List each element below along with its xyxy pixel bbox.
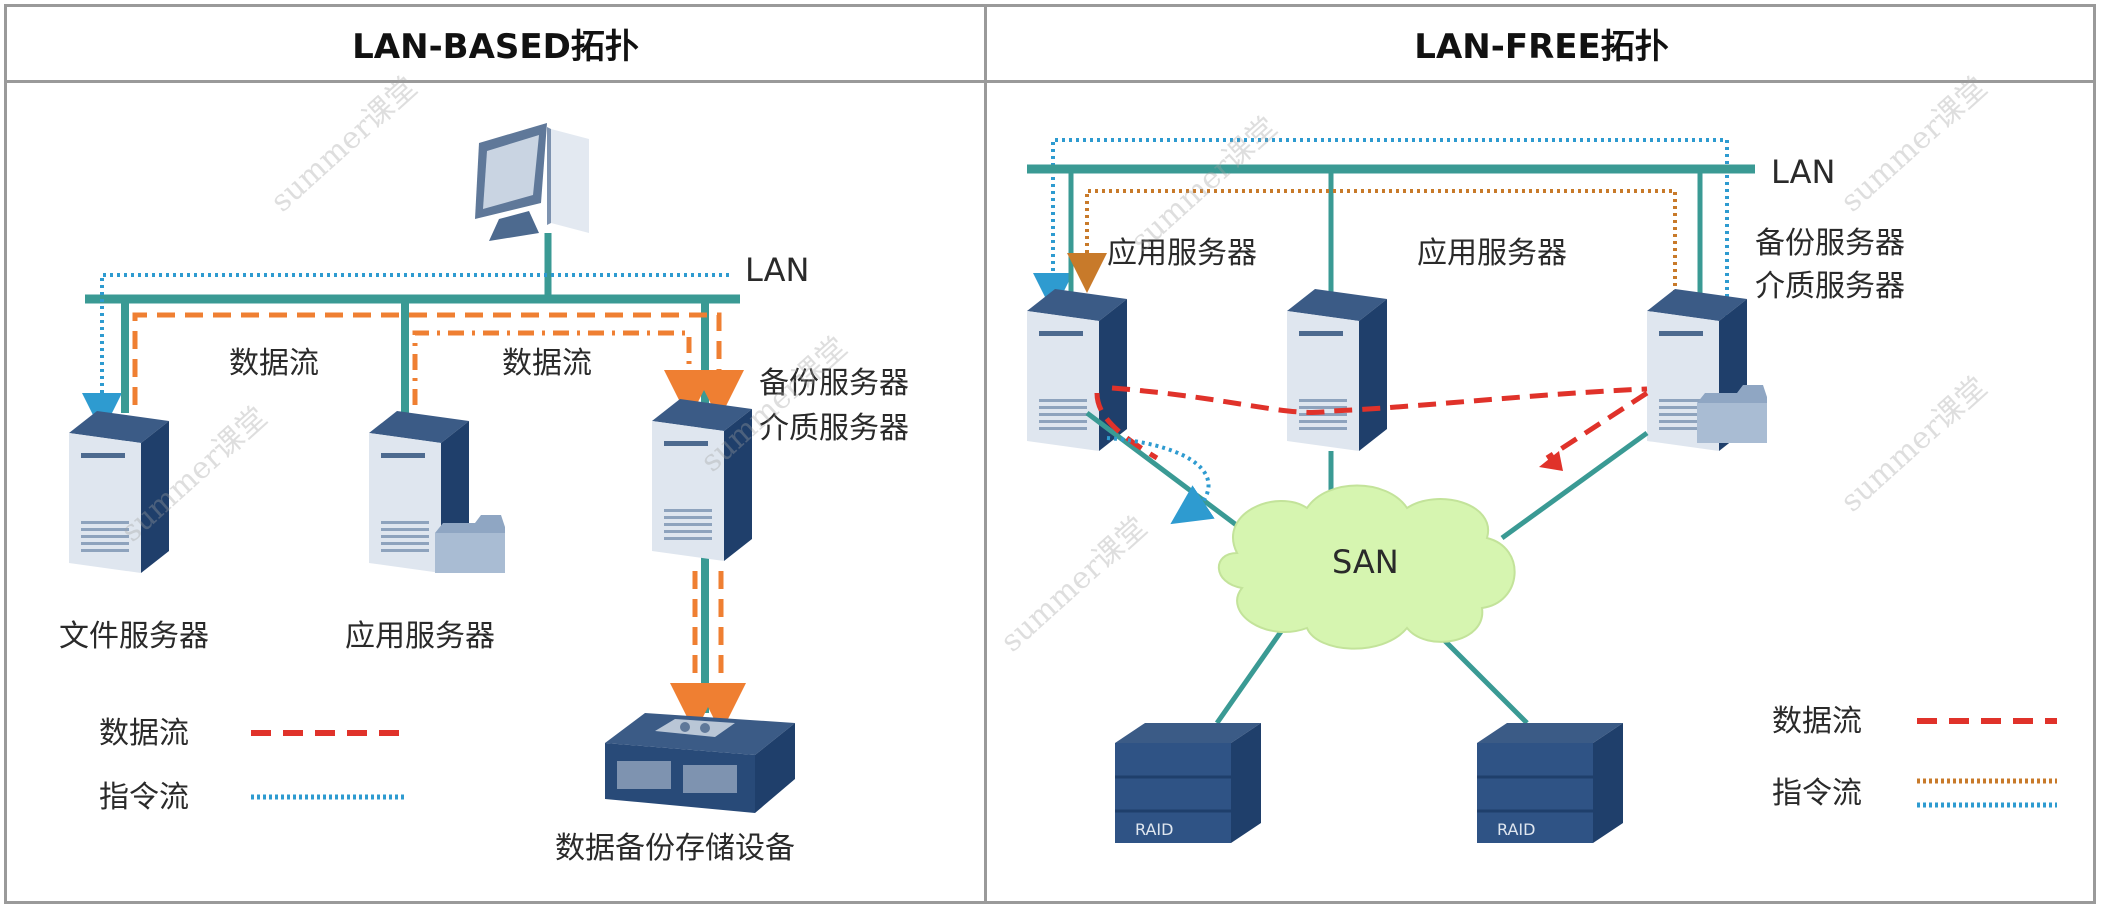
header-divider [4,80,2096,83]
backup-server-label-1: 备份服务器 [1755,226,1905,261]
command-flow-blue [1033,138,1729,423]
data-flow-path-1 [132,312,744,420]
data-flow-path-2 [412,330,714,420]
backup-server-label-2: 介质服务器 [1755,269,1905,304]
raid-2-icon: RAID [1477,723,1623,843]
app-server-label: 应用服务器 [345,619,495,654]
app-server-2-icon [1287,289,1387,451]
lan-label: LAN [745,251,809,289]
backup-server-label-1: 备份服务器 [759,366,909,401]
backup-storage-icon [605,713,795,813]
legend-data-flow-label: 数据流 [1772,704,1862,739]
lan-label: LAN [1771,153,1835,191]
lan-free-title: LAN-FREE拓扑 [1414,26,1669,67]
lan-based-title: LAN-BASED拓扑 [352,26,639,67]
storage-label: 数据备份存储设备 [555,831,795,866]
app-server-2-label: 应用服务器 [1417,236,1567,271]
data-flow-red [1111,385,1648,415]
raid-2-label: RAID [1497,820,1535,839]
legend: 数据流 指令流 [1772,704,2057,811]
app-server-1-label: 应用服务器 [1107,236,1257,271]
client-computer-icon [475,123,589,241]
file-server-icon [69,411,169,573]
panel-divider [984,4,987,904]
diagram-frame [4,4,2096,904]
backup-server-icon [652,399,752,561]
lan-free-diagram: LAN 应用服务器 应用服务器 备份服务器 介质服务器 SAN RAID R [1027,138,2057,843]
legend-command-flow-label: 指令流 [1772,776,1862,811]
legend-command-flow-label: 指令流 [99,780,189,815]
legend: 数据流 指令流 [99,716,407,815]
data-flow-label-2: 数据流 [502,346,592,381]
data-flow-label-1: 数据流 [229,346,319,381]
folder-icon [1697,385,1767,443]
file-server-label: 文件服务器 [59,619,209,654]
lan-based-diagram: LAN 数据流 数据流 文件服务器 应用服务器 备份服务器 介质服务器 数据备份… [59,123,909,866]
san-cloud-icon: SAN [1217,484,1516,650]
command-flow-orange [1067,189,1677,293]
san-label: SAN [1332,543,1399,581]
raid-1-label: RAID [1135,820,1173,839]
raid-1-icon: RAID [1115,723,1261,843]
backup-server-label-2: 介质服务器 [759,411,909,446]
folder-icon [435,515,505,573]
legend-data-flow-label: 数据流 [99,716,189,751]
